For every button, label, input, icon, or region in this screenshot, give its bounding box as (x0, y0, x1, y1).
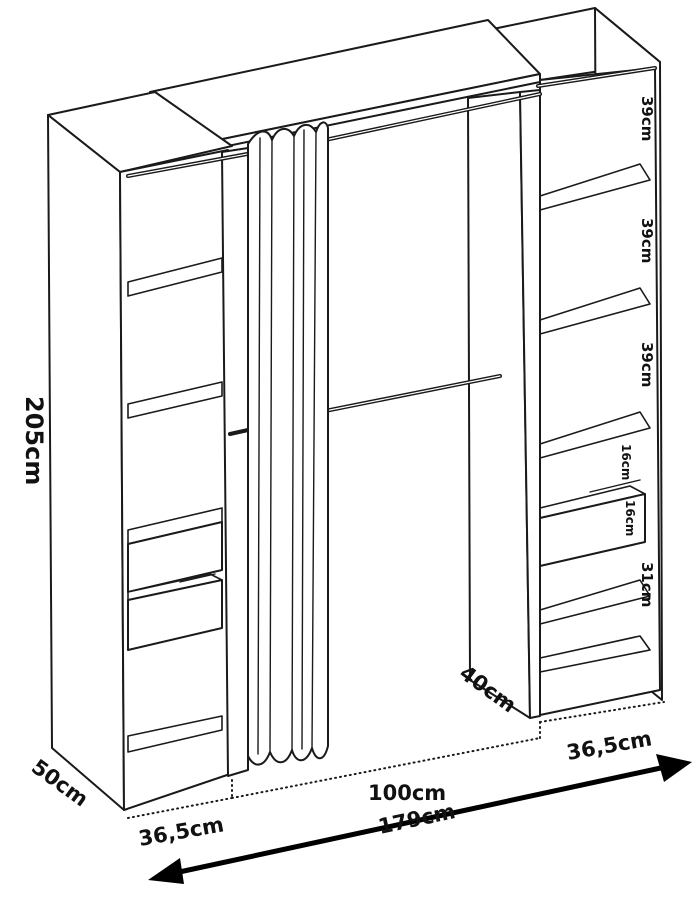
right-shelf-label: 39cm (638, 342, 656, 387)
arrow-left-head (148, 858, 184, 884)
curtain-fold (311, 131, 317, 749)
left-module (47, 91, 260, 811)
left-drawer-front (127, 579, 223, 651)
arrow-shaft (167, 763, 673, 877)
floor-guide-right (539, 701, 665, 723)
right-drawer-handle-line (589, 479, 641, 493)
curtain-fold (257, 137, 261, 755)
left-stub-rail (228, 428, 250, 436)
floor-guide-center (231, 737, 541, 799)
left-module-interior (119, 149, 231, 811)
drawer-height-label: 16cm (623, 500, 637, 536)
curtain-fold (291, 135, 295, 751)
total-width-label: 179cm (376, 799, 457, 839)
right-module (487, 7, 663, 717)
left-drawer-handle-line (179, 573, 216, 583)
left-module-divider-side (221, 147, 249, 777)
left-module-outer-side (47, 114, 125, 811)
curtain-fold (301, 129, 305, 750)
floor-guides (127, 701, 665, 819)
total-width-arrow (148, 754, 692, 884)
height-label: 205cm (20, 396, 48, 485)
left-shelf (127, 381, 223, 419)
center-width-label: 100cm (368, 781, 446, 805)
arrow-right-head (656, 754, 692, 782)
center-divider-front (519, 89, 541, 719)
curtain (247, 121, 329, 766)
left-module-width-label: 36,5cm (137, 812, 226, 851)
right-shelf-label: 39cm (638, 96, 656, 141)
center-middle-rail-highlight (319, 375, 501, 413)
left-shelf (127, 715, 223, 753)
curtain-body (247, 121, 329, 766)
curtain-fold (269, 139, 273, 753)
right-module-width-label: 36,5cm (565, 726, 654, 765)
left-drawer-front (127, 521, 223, 593)
drawer-height-label: 16cm (619, 444, 633, 480)
right-bottom-shelf-label: 31cm (638, 562, 656, 607)
left-hanging-rail-highlight (127, 151, 259, 177)
left-shelf (127, 257, 223, 297)
center-top-rail-highlight (324, 93, 541, 141)
right-hanging-rail-highlight (537, 67, 656, 87)
center-divider (467, 89, 541, 719)
right-shelf-label: 39cm (638, 218, 656, 263)
